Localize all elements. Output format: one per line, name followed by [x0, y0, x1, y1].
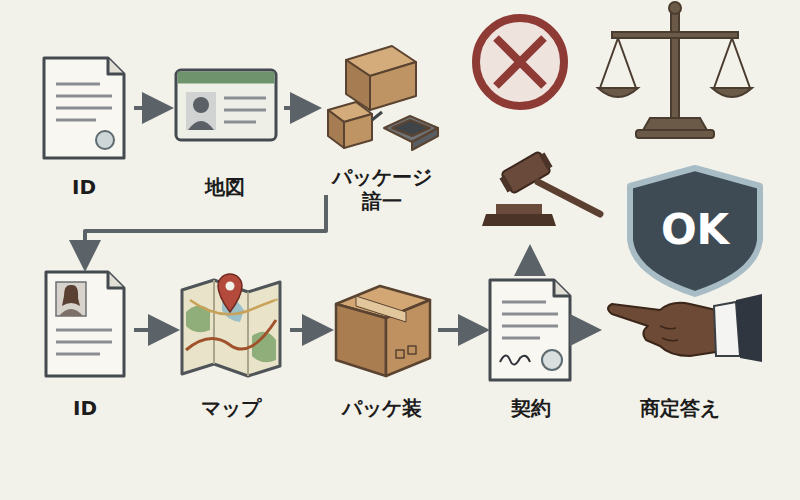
icon-node: 契約 [488, 278, 574, 420]
profile-document-icon [46, 272, 124, 376]
flow-arrow [580, 328, 594, 332]
flow-arrow [438, 328, 482, 332]
shield-badge: OK [645, 200, 745, 260]
arrow [528, 252, 532, 274]
node-label: 契約 [488, 396, 574, 420]
icon-node: ID [42, 268, 128, 420]
icon-node: 商定答え [600, 290, 760, 420]
flow-arrow [290, 328, 326, 332]
flow-arrow [134, 328, 172, 332]
node-label: ID [42, 396, 128, 420]
contract-icon [490, 280, 570, 380]
node-label: マップ [178, 396, 284, 420]
gavel-icon [482, 149, 600, 226]
icon-node: マップ [178, 272, 284, 420]
node-label: 商定答え [600, 396, 760, 420]
icon-node: 地図 [172, 60, 278, 199]
flow-arrow [284, 106, 314, 110]
scales-icon [598, 2, 752, 138]
pointing-hand [608, 294, 762, 362]
packages-icon [328, 46, 438, 150]
icon-node: パッケージ 諳一 [320, 45, 444, 213]
document-icon [44, 58, 124, 158]
badge-text: OK [645, 200, 745, 260]
icon-node: ID [40, 55, 128, 199]
box-icon [336, 286, 430, 376]
icon-node: パッケ装 [332, 280, 432, 420]
node-label: ID [40, 175, 128, 199]
node-label: パッケージ 諳一 [320, 165, 444, 213]
flow-arrow [134, 106, 166, 110]
node-label: 地図 [172, 175, 278, 199]
shield-shape [630, 168, 760, 294]
node-label: パッケ装 [332, 396, 432, 420]
prohibition-symbol [476, 18, 564, 106]
flow-arrow [85, 195, 326, 264]
map-icon [182, 274, 280, 376]
id-card-icon [176, 70, 276, 140]
